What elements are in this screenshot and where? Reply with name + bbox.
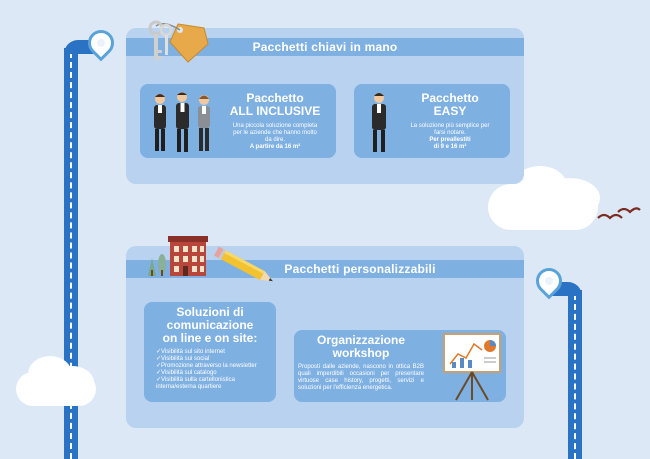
list-item: Promozione attraverso la newsletter	[156, 363, 268, 370]
card-easy-title-1: Pacchetto	[421, 91, 479, 105]
card-soluzioni-list: Visibilità sul sito internet Visibilità …	[156, 349, 268, 391]
card-all-inclusive-text: Pacchetto ALL INCLUSIVE Una piccola solu…	[220, 92, 330, 151]
chart-board-icon	[443, 333, 501, 401]
section-title-personalizzabili: Pacchetti personalizzabili	[126, 260, 524, 278]
card-all-inclusive[interactable]: Pacchetto ALL INCLUSIVE Una piccola solu…	[140, 84, 336, 158]
section-title-text: Pacchetti chiavi in mano	[252, 40, 398, 54]
card-easy[interactable]: Pacchetto EASY La soluzione più semplice…	[354, 84, 510, 158]
key-tag-icon	[148, 20, 209, 63]
card-workshop-title-2: workshop	[332, 346, 390, 360]
card-all-inclusive-title-2: ALL INCLUSIVE	[229, 104, 321, 118]
card-workshop[interactable]: Organizzazione workshop Proposti dalle a…	[294, 330, 506, 402]
card-easy-text: Pacchetto EASY La soluzione più semplice…	[394, 92, 506, 151]
card-workshop-text: Organizzazione workshop Proposti dalle a…	[298, 334, 424, 392]
map-pin-icon	[82, 24, 120, 62]
cloud-right-puff-2	[540, 178, 600, 218]
birds-icon	[597, 207, 641, 220]
list-item: Visibilità sui social	[156, 356, 268, 363]
section-chiavi-in-mano: Pacchetti chiavi in mano Pacchetto ALL I…	[126, 28, 524, 184]
section-personalizzabili: Pacchetti personalizzabili Soluzioni di …	[126, 246, 524, 428]
card-soluzioni-title-3: on line e on site:	[162, 331, 258, 345]
card-soluzioni-comunicazione[interactable]: Soluzioni di comunicazione on line e on …	[144, 302, 276, 402]
cloud-left-puff-2	[50, 366, 94, 398]
card-all-inclusive-title-1: Pacchetto	[246, 91, 304, 105]
road-right-dash	[574, 294, 576, 459]
pencil-icon	[214, 246, 273, 282]
card-all-inclusive-description: Una piccola soluzione completa per le az…	[232, 123, 318, 143]
card-workshop-title-1: Organizzazione	[316, 333, 405, 347]
list-item: Visibilità sul sito internet	[156, 349, 268, 356]
list-item: Visibilità sulla cartellonistica interna…	[156, 377, 268, 391]
card-soluzioni-title-1: Soluzioni di	[176, 305, 244, 319]
business-people-icon	[154, 92, 210, 152]
section-title-text: Pacchetti personalizzabili	[284, 262, 436, 276]
list-item: Visibilità sul catalogo	[156, 370, 268, 377]
card-all-inclusive-price: A partire da 16 m²	[249, 144, 301, 150]
road-left-dash	[70, 52, 72, 459]
card-workshop-description: Proposti dalle aziende, nascono in ottic…	[298, 364, 424, 391]
building-icon	[148, 236, 208, 276]
card-easy-price-1: Per preallestiti	[429, 137, 471, 143]
business-person-icon	[372, 93, 386, 152]
card-easy-description: La soluzione più semplice per farsi nota…	[410, 123, 490, 136]
card-easy-price-2: di 9 e 16 m²	[433, 144, 467, 150]
card-easy-title-2: EASY	[433, 104, 467, 118]
card-soluzioni-title-2: comunicazione	[166, 318, 254, 332]
section-title-chiavi-in-mano: Pacchetti chiavi in mano	[126, 38, 524, 56]
